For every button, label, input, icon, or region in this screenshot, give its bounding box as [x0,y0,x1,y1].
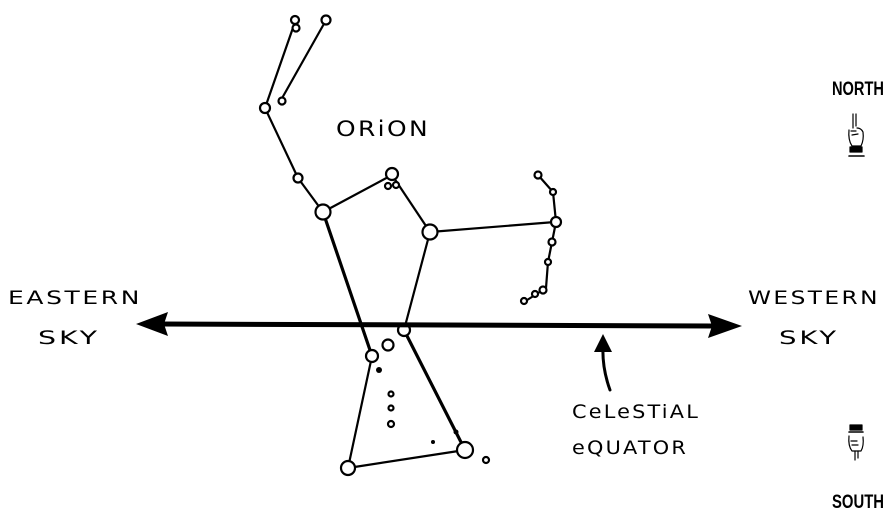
celestial-equator-line [136,312,742,338]
western-sky-label-line2: SKY [779,327,839,349]
equator-pointer-arrow [594,334,612,390]
star [423,225,438,240]
star [535,172,542,179]
constellation-stars [260,16,561,476]
star [550,189,556,195]
western-sky-label: WESTERN [748,287,880,309]
star [376,367,382,373]
star [383,340,394,351]
arrowhead-left-icon [136,312,168,336]
star [540,287,547,294]
star [341,461,355,475]
small-filled-stars [376,367,459,444]
star [549,239,556,246]
constellation-lines [265,22,556,468]
arrowhead-right-icon [708,314,742,338]
star [457,442,473,458]
celestial-equator-label-line2: eQUATOR [572,437,688,459]
star [291,16,299,24]
star [389,392,394,397]
star [551,217,561,227]
star [322,16,331,25]
star [545,259,551,265]
star [386,168,398,180]
star [388,421,394,427]
star [454,430,459,435]
star [316,205,331,220]
arrowhead-up-icon [594,334,612,352]
star [521,298,527,304]
star [532,291,538,297]
constellation-label: ORiON [336,117,430,141]
star [279,98,286,105]
south-label: SOUTH [832,492,884,513]
north-label: NORTH [832,79,884,100]
star [389,406,394,411]
eastern-sky-label-line2: SKY [38,327,100,349]
star [431,440,435,444]
star [393,182,399,188]
celestial-equator-label: CeLeSTiAL [572,401,700,423]
star [293,25,300,32]
pointing-hand-up-icon [849,114,864,156]
star [260,103,270,113]
star [294,174,303,183]
eastern-sky-label: EASTERN [8,287,142,309]
star [385,183,391,189]
star [366,350,378,362]
star [483,457,489,463]
pointing-hand-down-icon [849,425,863,460]
